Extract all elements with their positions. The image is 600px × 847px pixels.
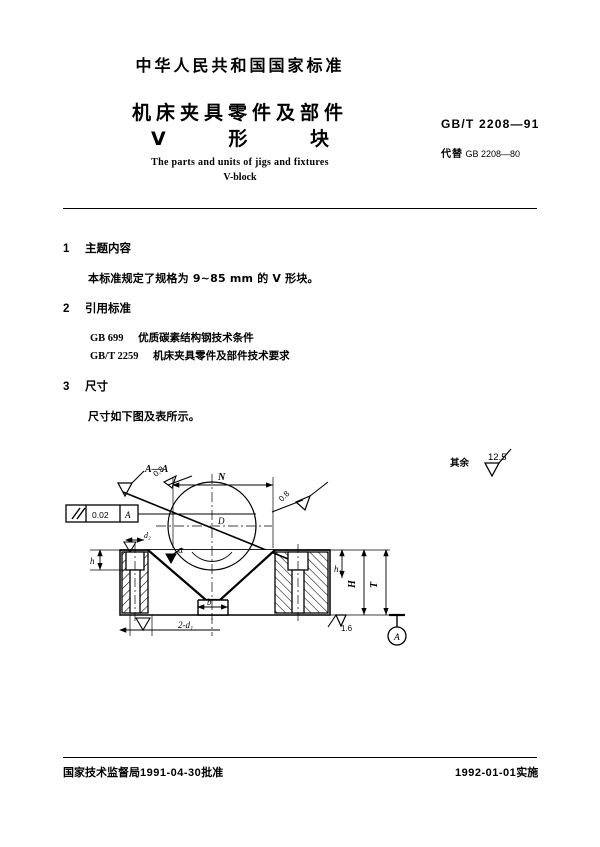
header-divider-rule [63,208,537,209]
datum-letter: A [393,633,400,643]
dimension-h-label: h [90,556,95,566]
dimension-b-label: b [207,597,212,607]
replaces-standard: 代替 GB 2208—80 [441,145,520,160]
section-1-body: 本标准规定了规格为 9~85 mm 的 V 形块。 [88,272,319,285]
section-2-heading: 2 引用标准 [63,300,131,316]
surface-finish-upper-left: 0.8 [116,464,193,498]
dimension-T-label: T [369,581,380,588]
document-title-line1: 机床夹具零件及部件 [131,102,348,124]
datum-A-symbol: A [387,613,407,646]
technical-drawing: A—A 其余 12.5 0.02 A [60,430,540,690]
document-title-line2: V 形 块 [151,128,357,150]
section-2-title: 引用标准 [85,301,131,315]
english-title-line2: V-block [223,172,257,183]
reference-code: GB/T 2259 [90,351,139,362]
surface-finish-bottom: 1.6 [327,614,353,633]
dimension-H-label: H [347,579,358,589]
section-3-title: 尺寸 [85,379,108,393]
dimension-N-label: N [217,472,226,483]
reference-code: GB 699 [90,333,124,344]
tolerance-datum: A [124,510,131,520]
footer-effective-suffix: 实施 [516,766,539,779]
v-block-drawing-svg: A—A 其余 12.5 0.02 A [65,448,512,646]
hole-note-label: 2-d₁ [178,620,193,630]
footer-effective: 1992-01-01实施 [455,764,538,780]
section-3-number: 3 [63,381,70,393]
footer-effective-date: 1992-01-01 [455,767,517,779]
general-finish-label: 其余 [450,457,470,469]
standard-number: GB/T 2208—91 [441,117,540,131]
national-standard-title: 中华人民共和国国家标准 [135,56,345,75]
replaces-label: 代替 [441,149,463,160]
english-title-line1: The parts and units of jigs and fixtures [151,157,329,168]
dimension-D-label: D [217,516,225,526]
section-view-label: A—A [144,464,169,475]
footer-approval-suffix: 批准 [201,766,224,779]
footer-approval: 国家技术监督局1991-04-30批准 [63,764,223,780]
footer-divider-rule [63,757,537,758]
section-2-number: 2 [63,303,70,315]
section-1-title: 主题内容 [85,241,131,255]
dimension-d2-label: d₂ [144,531,151,540]
footer-approval-date: 1991-04-30 [140,767,202,779]
general-finish-value: 12.5 [488,452,507,463]
reference-standard-item: GB/T 2259 机床夹具零件及部件技术要求 [90,348,290,363]
section-1-number: 1 [63,243,70,255]
svg-text:0.8: 0.8 [277,489,292,504]
section-1-heading: 1 主题内容 [63,240,131,256]
reference-standard-item: GB 699 优质碳素结构钢技术条件 [90,330,254,345]
replaces-number: GB 2208—80 [465,149,521,159]
section-3-heading: 3 尺寸 [63,378,108,394]
svg-text:1.6: 1.6 [341,624,353,633]
counterbore-callout: d₂ [123,531,151,553]
footer-issuer: 国家技术监督局 [63,766,140,779]
reference-name: 机床夹具零件及部件技术要求 [153,350,290,362]
tolerance-value: 0.02 [92,510,109,520]
reference-name: 优质碳素结构钢技术条件 [138,332,254,344]
surface-finish-v-face-right: 0.8 [271,481,329,513]
section-3-body: 尺寸如下图及表所示。 [88,410,200,423]
dimension-alpha-label: α [178,545,184,556]
hole-callout-2d1: 2-d₁ [119,615,220,636]
tolerance-frame: 0.02 A [65,504,256,523]
dimension-h1-label: h₁ [334,564,342,574]
